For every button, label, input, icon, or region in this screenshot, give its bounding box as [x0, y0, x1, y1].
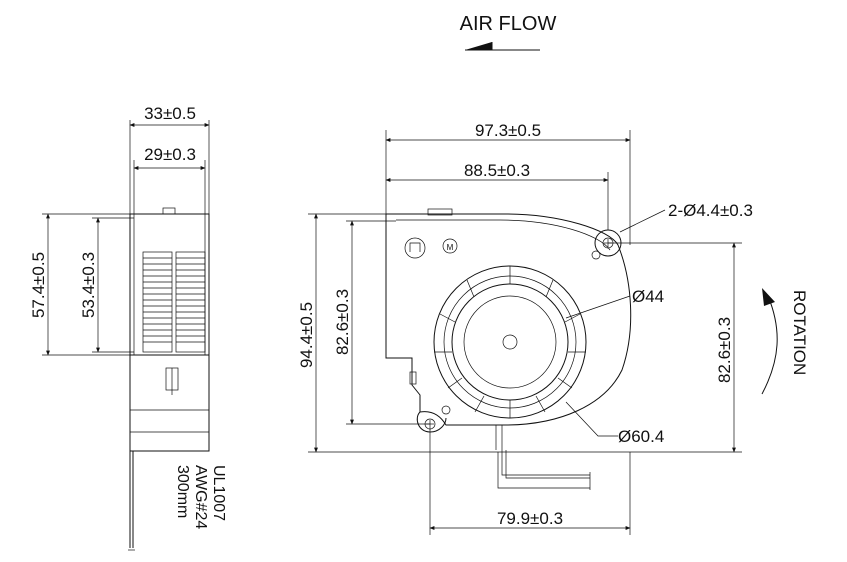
rotation-label: ROTATION	[790, 290, 809, 375]
rotation-arrow-icon	[761, 295, 778, 395]
airflow-arrow-icon	[465, 42, 540, 51]
front-width-holes: 88.5±0.3	[464, 161, 530, 180]
certification-mark-icon: M	[442, 238, 458, 254]
wire-spec-line-1: UL1007	[210, 465, 227, 521]
wire-spec-line-3: 300mm	[174, 465, 191, 518]
airflow-label: AIR FLOW	[460, 13, 557, 35]
front-height-left-inner: 82.6±0.3	[333, 289, 352, 355]
hub-diameter-label: Ø44	[632, 287, 664, 306]
airflow-mark-icon	[404, 237, 426, 259]
rotation-indicator: ROTATION	[761, 288, 809, 395]
side-height-outer: 57.4±0.5	[29, 252, 48, 318]
front-width-total: 97.3±0.5	[475, 121, 541, 140]
wire-spec-line-2: AWG#24	[192, 465, 209, 529]
side-width-inner: 29±0.3	[144, 145, 196, 164]
front-height-right-inner: 82.6±0.3	[715, 317, 734, 383]
front-height-total: 94.4±0.5	[297, 302, 316, 368]
impeller-diameter-label: Ø60.4	[618, 427, 664, 446]
side-fins	[142, 251, 206, 353]
side-view: 33±0.5 29±0.3 57.4±0.5 53.4±0.3 UL1007 A…	[29, 104, 227, 551]
front-view: M 97.3±0.5 88.5±0.3 2-Ø4.4±0.3 94.4±0.5 …	[297, 121, 753, 535]
side-height-inner: 53.4±0.3	[79, 252, 98, 318]
bottom-width-label: 79.9±0.3	[497, 509, 563, 528]
impeller-blades	[434, 266, 586, 418]
side-width-outer: 33±0.5	[144, 104, 196, 123]
svg-text:M: M	[447, 243, 454, 252]
mount-holes-label: 2-Ø4.4±0.3	[668, 201, 753, 220]
